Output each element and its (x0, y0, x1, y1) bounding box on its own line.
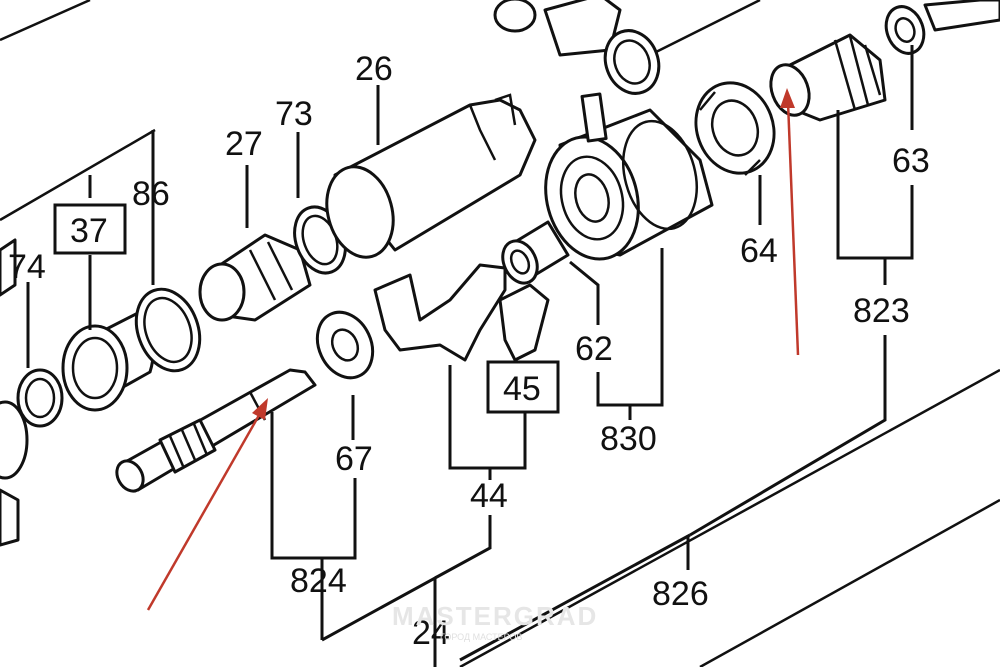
part-62-bushing (501, 220, 570, 285)
part-27-clutch (198, 233, 312, 322)
part-63-bushing (884, 0, 1000, 55)
part-37-ring (61, 310, 155, 412)
part-67-bearing (315, 310, 375, 380)
label-box-37 (53, 203, 127, 255)
part-number-labels: 26 27 73 86 37 74 67 62 830 45 44 824 24… (8, 50, 930, 652)
label-box-45 (486, 360, 560, 414)
label-73: 73 (275, 95, 313, 133)
label-63: 63 (892, 142, 930, 180)
label-44: 44 (470, 477, 508, 515)
label-826: 826 (652, 575, 709, 613)
label-24: 24 (412, 614, 450, 652)
part-26-sleeve (325, 93, 537, 259)
label-26: 26 (355, 50, 393, 88)
label-86: 86 (132, 175, 170, 213)
label-74: 74 (8, 248, 46, 286)
watermark-tagline: ГОРОД МАСТЕРОВ (440, 632, 522, 642)
label-823: 823 (853, 292, 910, 330)
part-45-fork (373, 263, 550, 362)
part-64-needle-bearing (694, 81, 776, 176)
red-arrow-gear (780, 88, 800, 356)
label-67: 67 (335, 440, 373, 478)
top-parts (493, 0, 661, 95)
label-45: 45 (503, 370, 541, 408)
part-823-gear (769, 33, 887, 122)
left-edge-parts (0, 238, 64, 547)
label-830: 830 (600, 420, 657, 458)
label-824: 824 (290, 562, 347, 600)
red-arrow-shaft (146, 398, 268, 611)
label-37: 37 (70, 212, 108, 250)
label-62: 62 (575, 330, 613, 368)
watermark-brand: MASTERGRAD (392, 601, 598, 631)
label-64: 64 (740, 232, 778, 270)
label-27: 27 (225, 125, 263, 163)
part-86-oring (134, 287, 202, 373)
shaft-pinion (115, 368, 317, 493)
leader-lines (26, 45, 914, 667)
part-830-bearing (544, 92, 714, 261)
